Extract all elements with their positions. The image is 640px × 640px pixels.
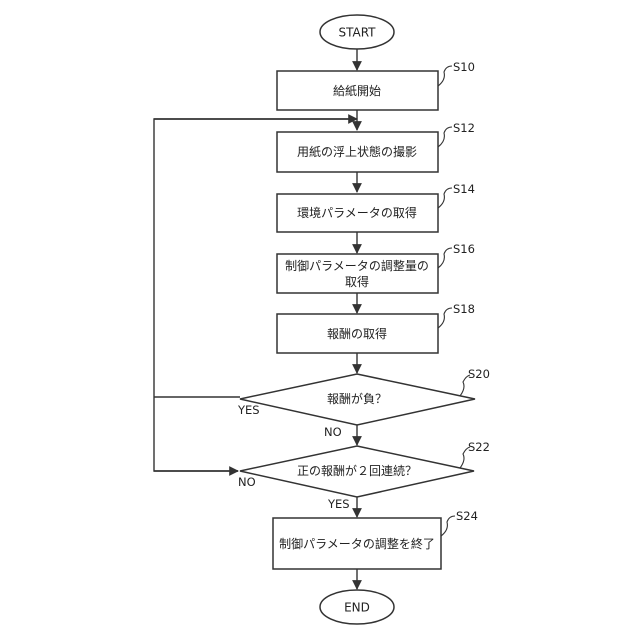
step-s24-leader bbox=[441, 516, 455, 536]
step-s10-text: 給紙開始 bbox=[333, 83, 381, 98]
step-s18-leader bbox=[438, 308, 452, 328]
decision-s20-id: S20 bbox=[468, 367, 490, 381]
decision-s20: 報酬が負？ S20 YES NO bbox=[237, 367, 490, 439]
end-label: END bbox=[344, 601, 370, 615]
start-label: START bbox=[338, 26, 376, 40]
step-s14-text: 環境パラメータの取得 bbox=[297, 205, 417, 220]
decision-s22-no-label: NO bbox=[238, 475, 256, 489]
step-s24-text: 制御パラメータの調整を終了 bbox=[279, 536, 435, 551]
step-s14: 環境パラメータの取得 S14 bbox=[277, 182, 475, 232]
decision-s22: 正の報酬が２回連続？ S22 YES NO bbox=[238, 440, 490, 511]
step-s16-id: S16 bbox=[453, 242, 475, 256]
decision-s20-yes-label: YES bbox=[237, 403, 260, 417]
step-s10-leader bbox=[438, 66, 452, 86]
step-s16-text-line2: 取得 bbox=[345, 274, 369, 289]
no-branch-s22-line bbox=[154, 397, 238, 471]
end-terminal: END bbox=[320, 590, 394, 624]
decision-s20-text: 報酬が負？ bbox=[327, 391, 387, 406]
step-s14-id: S14 bbox=[453, 182, 475, 196]
step-s18-id: S18 bbox=[453, 302, 475, 316]
step-s10-id: S10 bbox=[453, 60, 475, 74]
step-s18: 報酬の取得 S18 bbox=[277, 302, 475, 353]
step-s24: 制御パラメータの調整を終了 S24 bbox=[273, 509, 478, 569]
step-s12-id: S12 bbox=[453, 121, 475, 135]
step-s12: 用紙の浮上状態の撮影 S12 bbox=[277, 121, 475, 172]
step-s16-text-line1: 制御パラメータの調整量の bbox=[285, 258, 429, 273]
step-s12-leader bbox=[438, 127, 452, 147]
step-s16: 制御パラメータの調整量の 取得 S16 bbox=[277, 242, 475, 293]
decision-s22-id: S22 bbox=[468, 440, 490, 454]
step-s14-leader bbox=[438, 188, 452, 208]
step-s10: 給紙開始 S10 bbox=[277, 60, 475, 110]
step-s16-leader bbox=[438, 248, 452, 268]
start-terminal: START bbox=[320, 15, 394, 49]
decision-s22-yes-label: YES bbox=[327, 497, 350, 511]
step-s12-text: 用紙の浮上状態の撮影 bbox=[297, 144, 417, 159]
decision-s20-no-label: NO bbox=[324, 425, 342, 439]
step-s18-text: 報酬の取得 bbox=[327, 326, 387, 341]
decision-s22-text: 正の報酬が２回連続？ bbox=[297, 463, 417, 478]
step-s24-id: S24 bbox=[456, 509, 478, 523]
